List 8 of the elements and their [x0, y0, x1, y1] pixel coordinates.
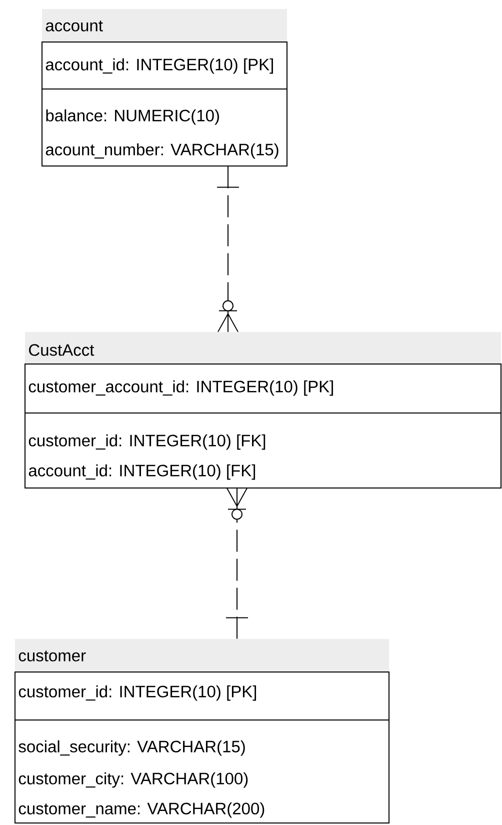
relationship-line	[226, 488, 248, 640]
node-label: account	[46, 20, 103, 32]
node-label: CustAcct	[29, 344, 94, 356]
entity-table: account account_id: INTEGER(10) [PK] balance: NUMERIC(10) acount_number: VARCHAR(15)	[42, 9, 288, 166]
entity-table: customer customer_id: INTEGER(10) [PK] social_security: VARCHAR(15) customer_city: VARCHAR(100) customer_name: VARCHAR(200)	[14, 639, 390, 824]
node-label: customer	[18, 650, 86, 662]
entity-table: CustAcct customer_account_id: INTEGER(10) [PK] customer_id: INTEGER(10) [FK] account_id: INTEGER(10) [FK]	[24, 332, 502, 488]
relationship-line	[216, 166, 240, 332]
